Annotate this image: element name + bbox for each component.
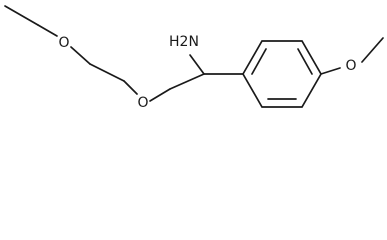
ether-oxygen-label-2: O [137,95,148,111]
bond-ethyl-c2-o [37,24,58,37]
bond-ring-o [320,67,341,75]
bond-group [4,5,384,108]
bond-o-c5 [149,88,171,102]
bond-c4-o [123,80,138,95]
bond-c5-c6 [169,73,205,90]
ether-oxygen-label-1: O [58,35,69,51]
bond-c6-n [189,54,205,75]
bond-o-methyl [361,37,384,63]
ring-double-bond-1 [251,48,267,75]
bond-c3-c4 [89,63,125,82]
bond-o-c3 [70,46,91,65]
atom-label-group: H2N O O O [58,34,356,111]
amine-label: H2N [169,34,199,50]
ring-double-bond-2 [297,48,313,75]
bond-ethyl-c1-c2 [4,5,39,26]
molecule-structure-diagram: H2N O O O [4,5,384,111]
benzene-ring [242,40,322,108]
methoxy-oxygen-label: O [345,58,356,74]
